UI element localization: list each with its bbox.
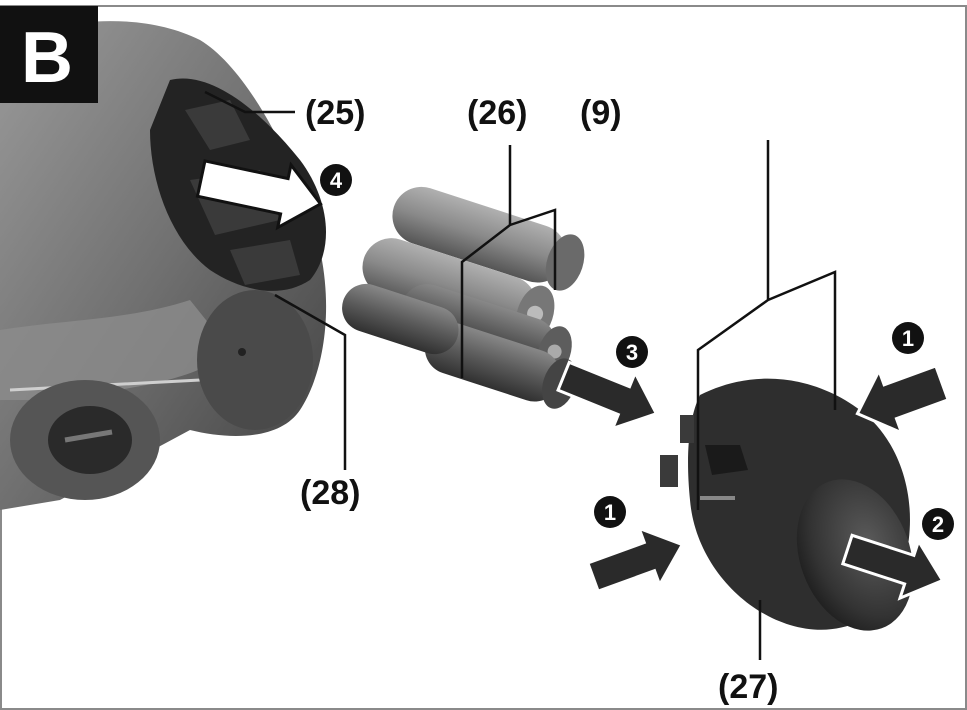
arrow-pull-cap-2 [840,533,945,601]
step-badge-3: 3 [616,336,648,368]
leader-lines [204,90,837,660]
callout-25: (25) [305,94,365,132]
tool-keyhole [48,406,132,474]
arrow-insert-batteries-3 [556,360,659,431]
leader-line-25 [204,90,295,114]
tool-body [0,21,327,510]
callout-26: (26) [467,94,527,132]
arrow-squeeze-left-1 [585,525,685,594]
step-badge-2: 2 [922,508,954,540]
leader-line-26 [460,145,557,378]
callout-9: (9) [580,94,622,132]
step-badge-4: 4 [320,164,352,196]
leader-line-9 [696,140,837,510]
arrow-squeeze-right-1 [855,364,951,436]
step-number: 4 [330,168,343,193]
step-number: 1 [902,326,914,351]
panel-label: B [0,6,98,103]
arrow-remove-batteries-4 [195,159,323,231]
step-number: 2 [932,512,944,537]
callout-28: (28) [300,474,360,512]
step-number: 3 [626,340,638,365]
tool-nose-ring [197,290,313,430]
step-badge-1-left: 1 [594,496,626,528]
step-badge-1-right: 1 [892,322,924,354]
batteries [342,186,585,409]
callout-27: (27) [718,668,778,706]
battery-cell [342,283,459,355]
step-number: 1 [604,500,616,525]
leader-line-28 [274,293,347,470]
panel-letter: B [21,18,73,98]
